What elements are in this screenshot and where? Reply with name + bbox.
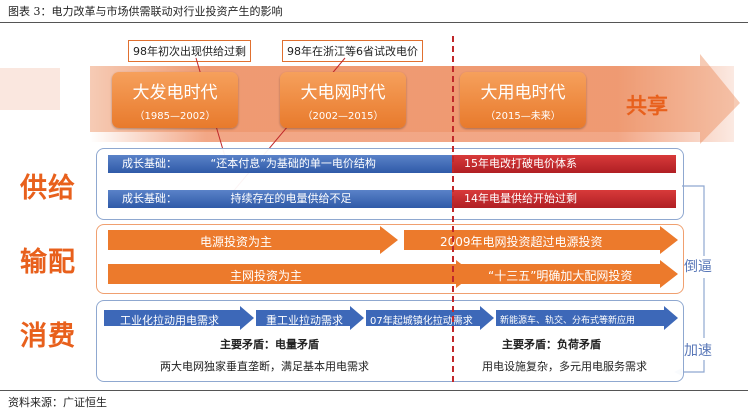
- supply-row2-red: 14年电量供给开始过剩: [452, 190, 676, 208]
- trans-row2-right: “十三五”明确加大配网投资: [488, 269, 633, 283]
- label-speed: 加速: [684, 343, 712, 359]
- era-grid: 大电网时代 （2002—2015）: [280, 72, 406, 128]
- supply-row1-text: “还本付息”为基础的单一电价结构: [210, 157, 376, 170]
- era-years: （2002—2015）: [302, 111, 384, 122]
- supply-row2-label: 成长基础：: [122, 192, 177, 205]
- supply-row1-bar: 成长基础： “还本付息”为基础的单一电价结构: [108, 155, 458, 173]
- cons-right-sub: 用电设施复杂，多元用电服务需求: [482, 360, 647, 373]
- era-years: （2015—未来）: [485, 111, 561, 122]
- note-1998-surplus: 98年初次出现供给过剩: [128, 40, 251, 62]
- side-supply: 供给: [20, 173, 76, 204]
- cons-right-main: 主要矛盾：负荷矛盾: [502, 338, 601, 351]
- figure-caption: 图表 3：电力改革与市场供需联动对行业投资产生的影响: [8, 5, 283, 18]
- era-divider: [452, 36, 454, 382]
- side-consumption: 消费: [20, 321, 76, 352]
- trans-row1-right: 2009年电网投资超过电源投资: [440, 235, 603, 249]
- era-title: 大用电时代: [480, 83, 566, 103]
- cons-arrow-3: 07年起城镇化拉动需求: [370, 316, 473, 327]
- era-generation: 大发电时代 （1985—2002）: [112, 72, 238, 128]
- side-transmission: 输配: [20, 247, 76, 278]
- cons-left-main: 主要矛盾：电量矛盾: [220, 338, 319, 351]
- supply-row1-label: 成长基础：: [122, 157, 177, 170]
- supply-row2-bar: 成长基础： 持续存在的电量供给不足: [108, 190, 458, 208]
- top-rule: [0, 22, 748, 23]
- era-title: 大发电时代: [132, 83, 218, 103]
- transmission-arrows: [108, 226, 678, 288]
- supply-row2-text: 持续存在的电量供给不足: [230, 192, 352, 205]
- era-consumption: 大用电时代 （2015—未来）: [460, 72, 586, 128]
- cons-arrow-4: 新能源车、轨交、分布式等新应用: [500, 316, 636, 326]
- era-title: 大电网时代: [300, 83, 386, 103]
- bottom-rule: [0, 390, 748, 391]
- cons-arrow-2: 重工业拉动需求: [266, 314, 343, 327]
- supply-row1-red: 15年电改打破电价体系: [452, 155, 676, 173]
- source-note: 资料来源：广证恒生: [8, 396, 107, 409]
- era-years: （1985—2002）: [134, 111, 216, 122]
- trans-row2-left: 主网投资为主: [230, 269, 303, 283]
- share-label: 共享: [626, 94, 668, 118]
- cons-arrow-1: 工业化拉动用电需求: [120, 314, 219, 327]
- cons-left-sub: 两大电网独家垂直垄断，满足基本用电需求: [160, 360, 369, 373]
- note-1998-price-reform: 98年在浙江等6省试改电价: [282, 40, 423, 62]
- label-force: 倒逼: [684, 259, 712, 275]
- consumption-arrows: [104, 306, 678, 330]
- trans-row1-left: 电源投资为主: [200, 235, 273, 249]
